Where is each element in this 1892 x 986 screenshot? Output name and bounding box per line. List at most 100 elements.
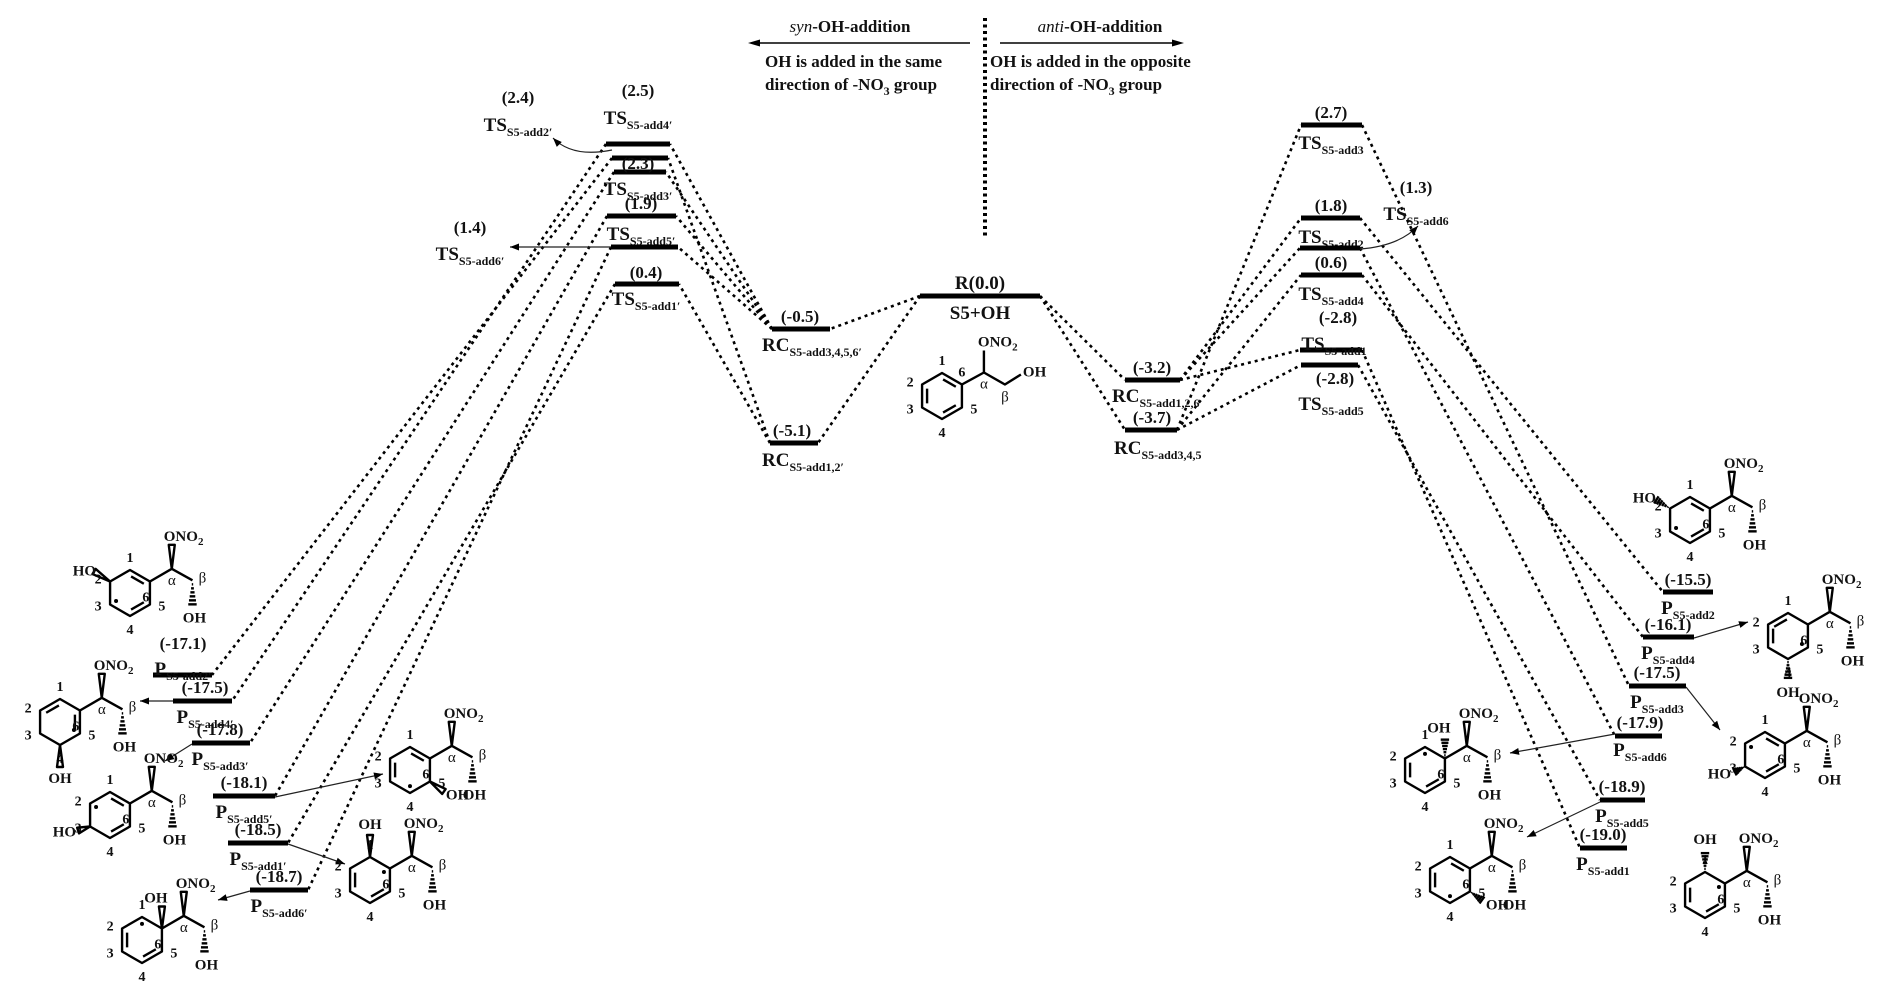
pointer-head-ts_add6 [1409, 226, 1418, 235]
alpha-label: α [98, 702, 106, 718]
ring-position-4: 4 [1422, 800, 1429, 815]
alpha-label: α [448, 750, 456, 766]
connection-ts_add3p-p_add3p [248, 171, 616, 744]
side-chain [961, 371, 1022, 386]
radical-dot [1749, 744, 1754, 749]
energy-value-p_add6p: (-18.7) [256, 867, 303, 886]
beta-label: β [129, 699, 137, 715]
energy-value-rc_12p: (-5.1) [773, 421, 811, 440]
ring-position-6: 6 [1800, 634, 1807, 649]
energy-value-p_add3: (-17.5) [1634, 663, 1681, 682]
level-name-rc_126: RCS5-add1,2,6 [1112, 386, 1199, 410]
ring-position-2: 2 [907, 376, 914, 391]
level-name-p_add3: PS5-add3 [1630, 692, 1684, 716]
ono2-group-label: ONO2 [1822, 572, 1862, 591]
anti-title: anti-OH-addition [1038, 17, 1163, 36]
hash-bond-segment [1478, 895, 1486, 905]
radical-dot [140, 921, 144, 926]
hydroxyl-label: OH [1478, 787, 1502, 803]
connection-rc_3456p-ts_add5p [675, 215, 773, 330]
wedge-bond [179, 890, 188, 918]
ring-position-4: 4 [407, 800, 414, 815]
radical-dot [114, 599, 119, 604]
level-name-ts_add3p: TSS5-add3′ [604, 179, 673, 203]
double-bond [370, 888, 385, 898]
pointer-head-p_add4p [140, 697, 149, 705]
radical-dot [381, 869, 386, 874]
ring-position-1: 1 [1762, 713, 1769, 728]
level-name-p_add2p: PS5-add2′ [154, 659, 211, 683]
ring-position-5: 5 [970, 403, 977, 418]
ono2-group-label: ONO2 [1459, 706, 1499, 725]
added-hydroxyl-label: OH [1776, 685, 1800, 701]
ring-position-5: 5 [88, 729, 95, 744]
double-bond [110, 823, 125, 833]
level-name-p_add5p: PS5-add5′ [215, 802, 272, 826]
ring-position-2: 2 [1415, 860, 1422, 875]
ring-position-6: 6 [958, 366, 965, 381]
level-name-ts_add6p: TSS5-add6′ [436, 244, 505, 268]
ring-position-1: 1 [1785, 594, 1792, 609]
connection-reactant-rc_3456p [829, 294, 921, 331]
bond-c6-calpha [1807, 610, 1831, 626]
ring-position-4: 4 [139, 970, 146, 985]
double-bond [942, 378, 957, 388]
hash-bond-segment [1655, 497, 1662, 505]
ring-position-3: 3 [25, 729, 32, 744]
beta-label: β [1774, 872, 1782, 888]
ring-position-1: 1 [57, 680, 64, 695]
level-name-ts_add4: TSS5-add4 [1298, 284, 1363, 308]
beta-label: β [199, 570, 207, 586]
connection-ts_add6-p_add6 [1358, 247, 1617, 737]
radical-dot [94, 804, 99, 809]
ring-position-5: 5 [1478, 887, 1485, 902]
ring-position-6: 6 [422, 768, 429, 783]
energy-value-rc_3456p: (-0.5) [781, 307, 819, 326]
ono2-group-label: ONO2 [444, 706, 484, 725]
double-bond [1690, 528, 1705, 538]
ono2-group-label: ONO2 [94, 658, 134, 677]
connection-ts_add4-p_add4 [1360, 274, 1645, 638]
ring-position-6: 6 [1777, 753, 1784, 768]
ring-position-6: 6 [1462, 878, 1469, 893]
level-name-p_add5: PS5-add5 [1595, 806, 1649, 830]
connection-ts_add1p-p_add1p [286, 283, 617, 844]
alpha-label: α [1463, 750, 1471, 766]
added-hydroxyl-label: OH [48, 771, 72, 787]
energy-value-ts_add6p: (1.4) [454, 218, 487, 237]
hydroxyl-label: OH [1743, 537, 1767, 553]
beta-label: β [479, 747, 487, 763]
wedge-bond [447, 720, 456, 748]
double-bond [45, 704, 60, 714]
radical-dot [71, 728, 76, 733]
ring-position-4: 4 [1785, 666, 1792, 681]
connection-rc_126-ts_add6 [1179, 247, 1301, 381]
energy-value-rc_126: (-3.2) [1133, 358, 1171, 377]
energy-value-ts_add2p: (2.4) [502, 88, 535, 107]
level-name-ts_add1p: TSS5-add1′ [612, 289, 681, 313]
radical-dot [1716, 884, 1721, 889]
bond-calpha-cbeta [1829, 610, 1852, 625]
bond-c6-calpha [1784, 729, 1808, 745]
hash-bond-segment [1661, 501, 1666, 507]
ono2-group-label: ONO2 [1724, 456, 1764, 475]
pointer-p_add4 [1693, 621, 1749, 639]
ono2-group-label: ONO2 [1799, 691, 1839, 710]
ring-position-1: 1 [1422, 728, 1429, 743]
ring-position-2: 2 [375, 750, 382, 765]
ring-position-1: 1 [107, 773, 114, 788]
alpha-label: α [168, 573, 176, 589]
hash-bond-segment [1470, 891, 1474, 895]
radical-dot [1423, 751, 1427, 756]
ring-position-6: 6 [1717, 893, 1724, 908]
alpha-label: α [408, 860, 416, 876]
level-name-ts_add5: TSS5-add5 [1298, 394, 1363, 418]
beta-label: β [439, 857, 447, 873]
anti-desc-line2: direction of -NO3 group [990, 75, 1162, 98]
level-name-ts_add3: TSS5-add3 [1298, 133, 1363, 157]
double-bond [1425, 778, 1440, 788]
ring-position-4: 4 [127, 623, 134, 638]
ring-position-3: 3 [375, 777, 382, 792]
